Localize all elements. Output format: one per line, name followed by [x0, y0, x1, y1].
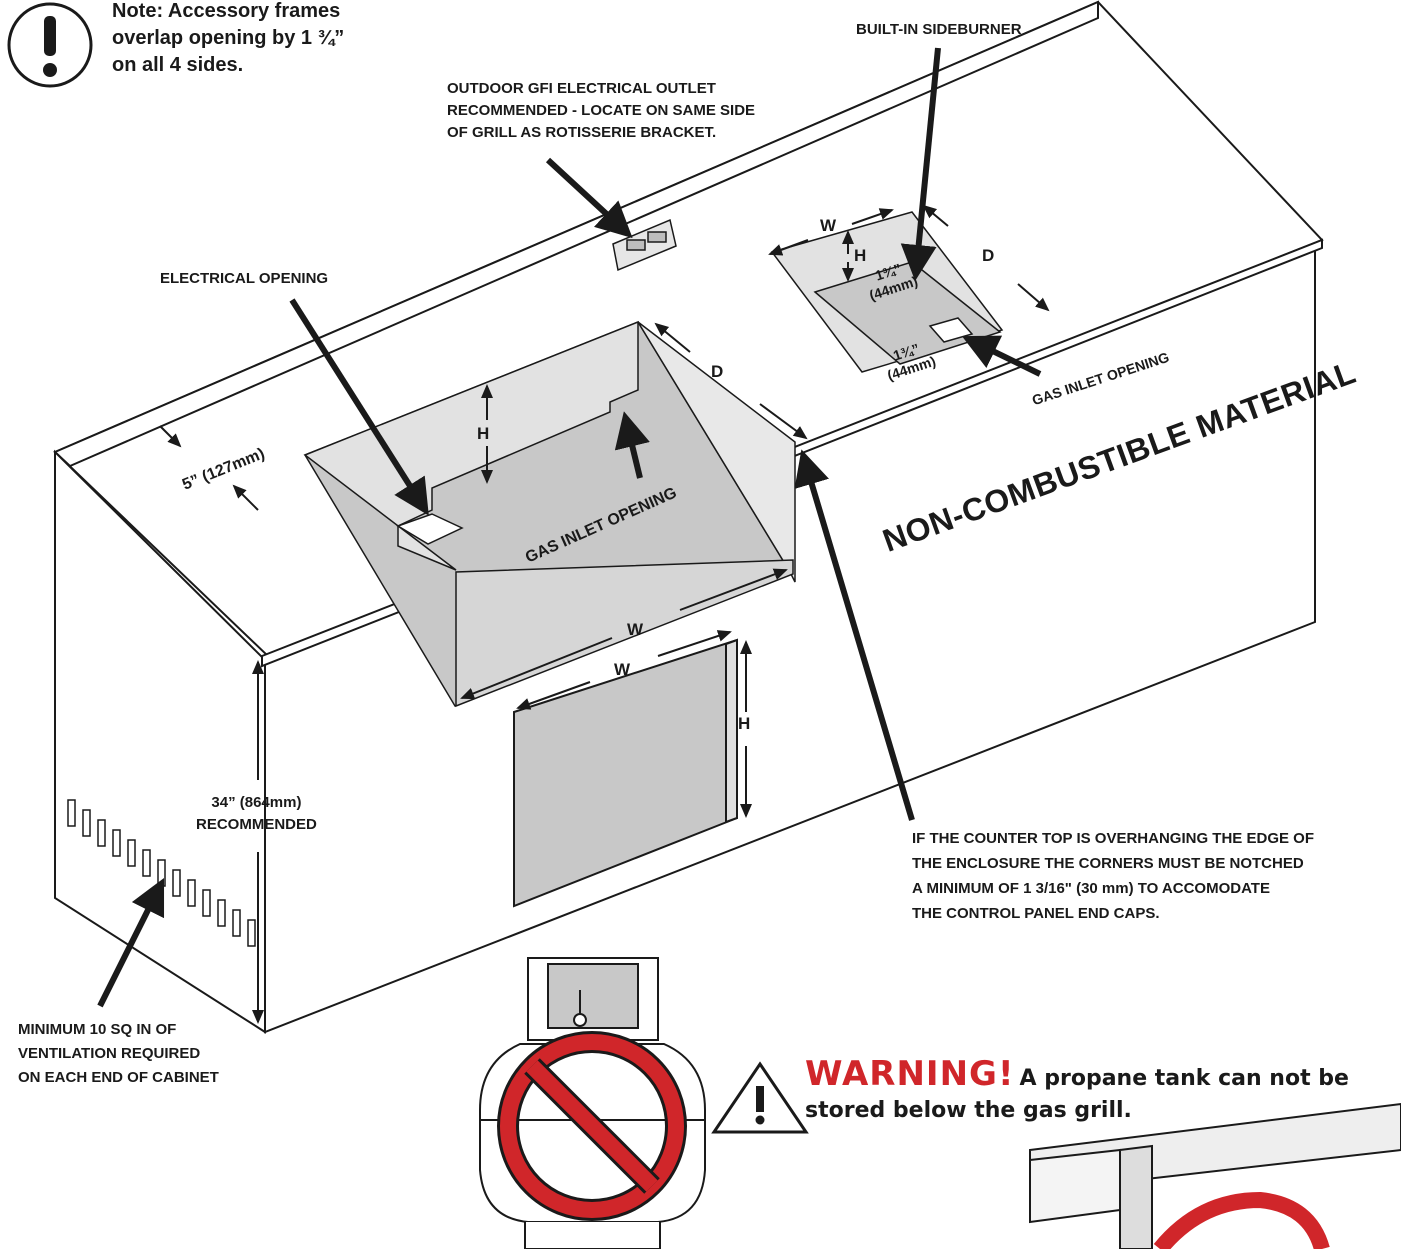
warning-text: A propane tank can not be	[1019, 1066, 1349, 1091]
warning-text-line2: stored below the gas grill.	[805, 1098, 1132, 1123]
label-line: OF GRILL AS ROTISSERIE BRACKET.	[447, 124, 717, 141]
grill-island-sketch	[1029, 1102, 1401, 1249]
overhang-note: IF THE COUNTER TOP IS OVERHANGING THE ED…	[912, 826, 1314, 926]
grill-cutout	[303, 320, 796, 708]
note-line: on all 4 sides.	[112, 54, 244, 76]
label-line: OUTDOOR GFI ELECTRICAL OUTLET	[447, 80, 716, 97]
label-line: A MINIMUM OF 1 3/16" (30 mm) TO ACCOMODA…	[912, 880, 1270, 897]
grill-height-dim: H	[477, 424, 490, 443]
sideburner-height-dim: H	[854, 246, 867, 265]
grill-width-dim: W	[627, 620, 644, 639]
label-line: THE ENCLOSURE THE CORNERS MUST BE NOTCHE…	[912, 855, 1304, 872]
prohibition-sign-icon	[497, 1031, 687, 1221]
label-line: ON EACH END OF CABINET	[18, 1069, 219, 1086]
exclamation-icon	[7, 2, 93, 88]
label-line: VENTILATION REQUIRED	[18, 1045, 201, 1062]
label-line: RECOMMENDED - LOCATE ON SAME SIDE	[447, 102, 756, 119]
label-line: 34” (864mm)	[211, 794, 302, 811]
sideburner-width-dim: W	[820, 216, 837, 235]
height-label: 34” (864mm) RECOMMENDED	[196, 792, 317, 836]
dimension-lines	[159, 204, 1050, 1024]
label-line: THE CONTROL PANEL END CAPS.	[912, 905, 1160, 922]
gfi-outlet-label: OUTDOOR GFI ELECTRICAL OUTLET RECOMMENDE…	[447, 78, 755, 144]
electrical-opening-label: ELECTRICAL OPENING	[160, 270, 329, 287]
sideburner-cutout	[770, 211, 1004, 373]
pointer-arrows	[97, 47, 1042, 1008]
accessory-note: Note: Accessory frames overlap opening b…	[112, 0, 344, 79]
note-line: overlap opening by 1 ¾”	[112, 27, 345, 49]
warning-heading: WARNING! A propane tank can not be	[805, 1054, 1349, 1094]
warning-triangle-icon	[711, 1061, 809, 1134]
ventilation-label: MINIMUM 10 SQ IN OF VENTILATION REQUIRED…	[18, 1018, 219, 1090]
sideburner-depth-dim: D	[982, 246, 995, 265]
grill-depth-dim: D	[711, 362, 724, 381]
door-width-dim: W	[614, 660, 631, 679]
note-line: Note: Accessory frames	[112, 0, 341, 22]
vent-slots	[67, 799, 256, 947]
label-line: RECOMMENDED	[196, 816, 317, 833]
door-opening	[513, 638, 738, 908]
sideburner-label: BUILT-IN SIDEBURNER	[856, 21, 1022, 38]
gfi-outlet	[612, 218, 677, 272]
warning-word: WARNING!	[805, 1054, 1015, 1094]
label-line: IF THE COUNTER TOP IS OVERHANGING THE ED…	[912, 830, 1314, 847]
door-height-dim: H	[738, 714, 751, 733]
label-line: MINIMUM 10 SQ IN OF	[18, 1021, 177, 1038]
